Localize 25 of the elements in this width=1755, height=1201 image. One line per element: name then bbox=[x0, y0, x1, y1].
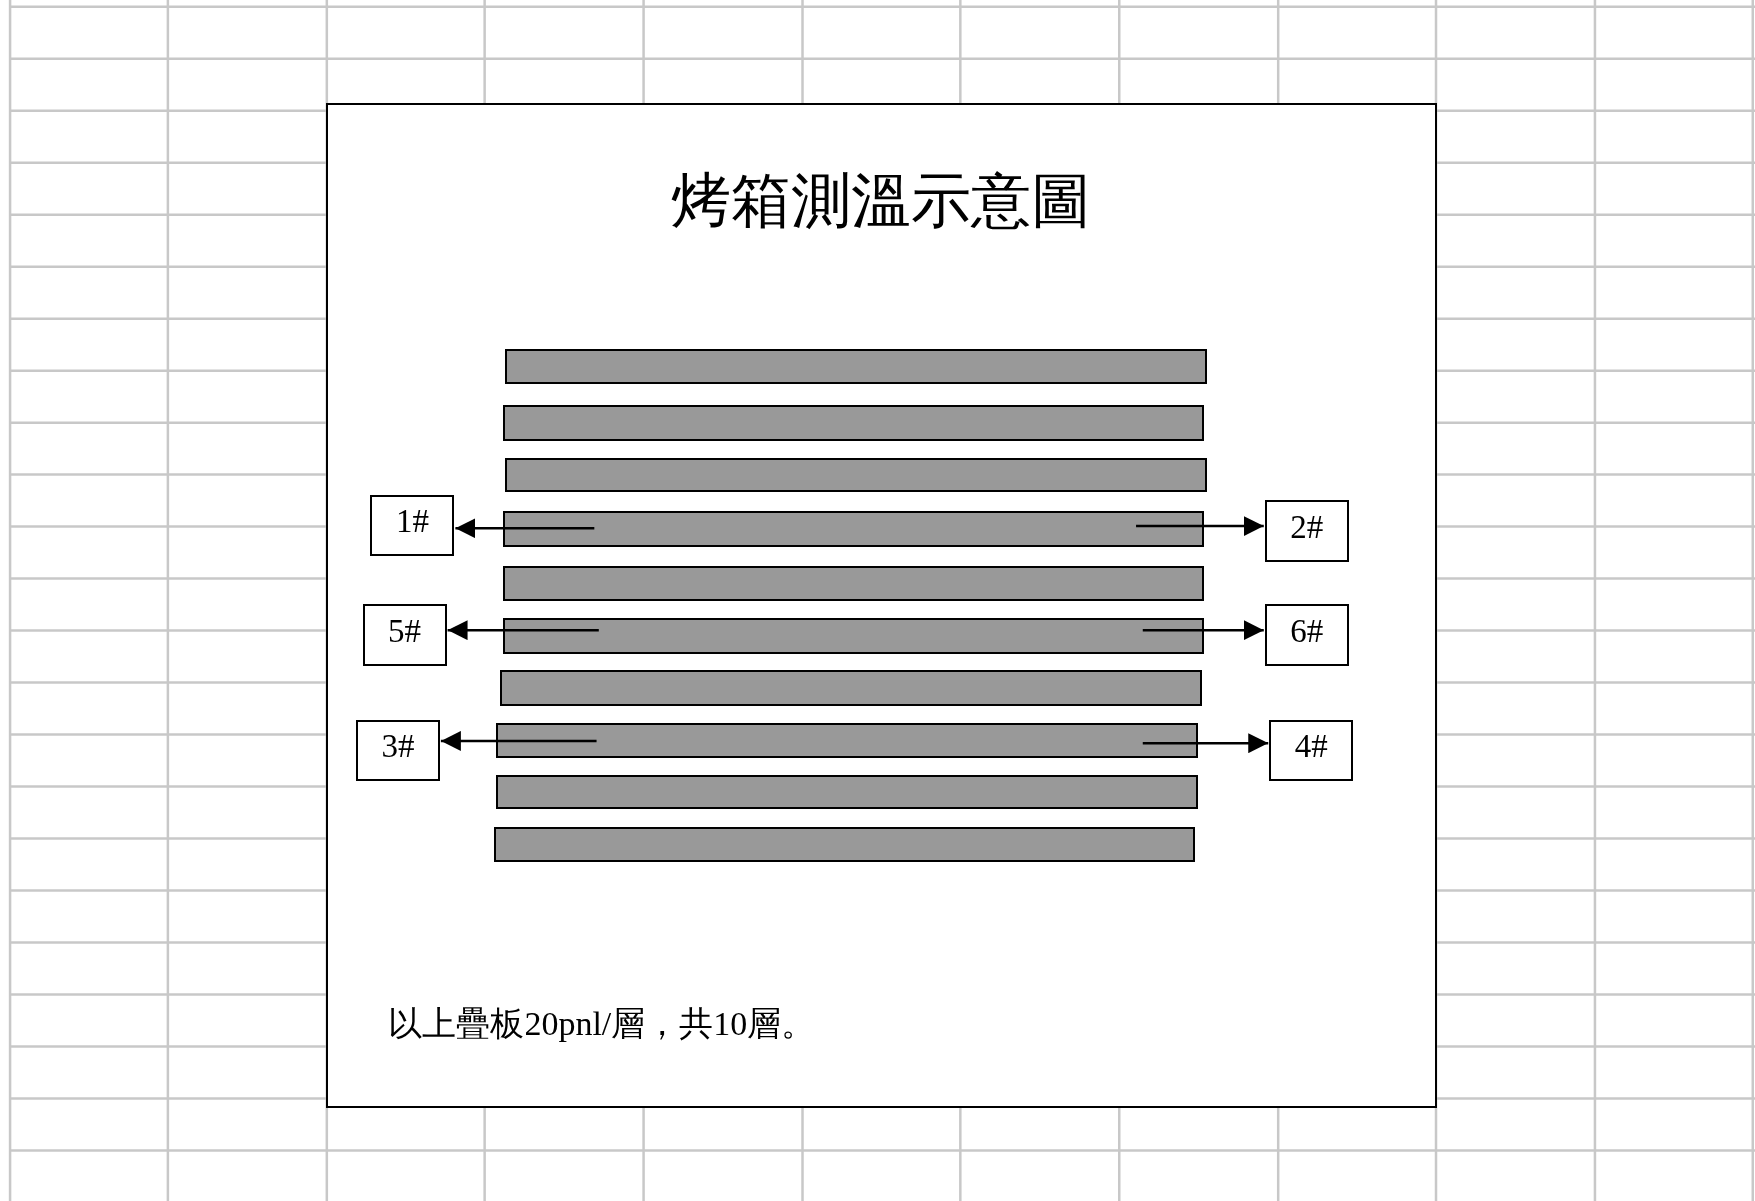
arrow bbox=[1136, 516, 1264, 537]
probe-label: 2# bbox=[1264, 500, 1349, 562]
shelf-bar bbox=[502, 511, 1205, 548]
title: 烤箱測溫示意圖 bbox=[670, 163, 1093, 236]
probe-label: 3# bbox=[355, 719, 440, 782]
note: 以上疊板20pnl/層，共10層。 bbox=[388, 1003, 816, 1044]
shelf-bar bbox=[502, 617, 1205, 654]
shelf-bar bbox=[500, 670, 1203, 707]
shelf-bar bbox=[495, 723, 1198, 758]
shelf-bar bbox=[502, 566, 1205, 601]
shelf-bar bbox=[502, 405, 1205, 441]
shelf-bar bbox=[504, 349, 1207, 384]
probe-label: 6# bbox=[1264, 604, 1349, 666]
arrow bbox=[440, 730, 597, 751]
arrow bbox=[447, 620, 599, 641]
arrow bbox=[1142, 620, 1264, 641]
probe-label: 4# bbox=[1269, 719, 1354, 782]
shelf-bar bbox=[493, 827, 1196, 862]
frame-box bbox=[325, 102, 1438, 1109]
shelf-bar bbox=[495, 774, 1198, 810]
probe-label: 5# bbox=[362, 604, 447, 666]
probe-label: 1# bbox=[370, 494, 455, 557]
arrow bbox=[1142, 733, 1269, 754]
shelf-bar bbox=[504, 457, 1207, 493]
arrow bbox=[455, 518, 595, 539]
